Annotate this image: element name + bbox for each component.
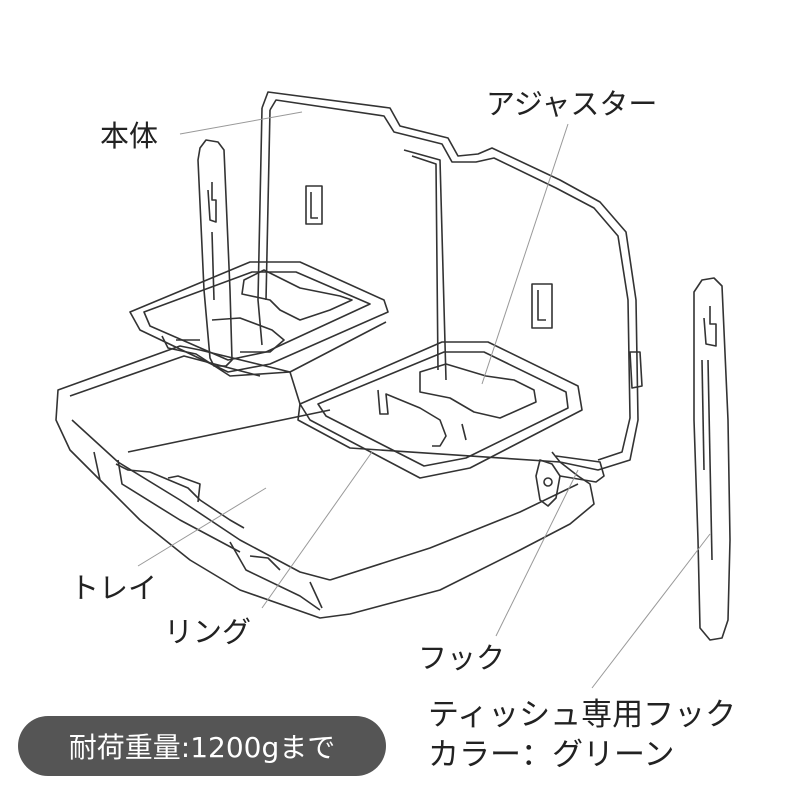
body-back-panel	[257, 91, 639, 471]
right-hook-clip	[535, 351, 643, 507]
leader-hook	[495, 469, 579, 637]
load-capacity-text: 耐荷重量:1200gまで	[68, 731, 336, 764]
label-ring: リング	[164, 615, 252, 649]
leader-ring	[261, 451, 373, 609]
ring-left	[129, 261, 389, 377]
label-hook: フック	[418, 641, 506, 675]
left-hook-strap	[197, 139, 233, 367]
leader-tray	[137, 487, 267, 567]
ring-right	[299, 341, 583, 479]
leader-tissue-hook	[591, 533, 711, 689]
leader-adjuster	[481, 123, 569, 385]
tissue-hook-strap	[693, 277, 731, 641]
label-tray: トレイ	[70, 571, 158, 605]
label-tissue-hook: ティッシュ専用フック	[428, 697, 737, 733]
label-color: カラー：グリーン	[428, 737, 675, 773]
load-capacity-badge: 耐荷重量:1200gまで	[18, 716, 386, 776]
label-body: 本体	[100, 119, 159, 153]
tray	[55, 345, 595, 619]
leader-body	[179, 111, 303, 135]
label-adjuster: アジャスター	[486, 87, 658, 121]
